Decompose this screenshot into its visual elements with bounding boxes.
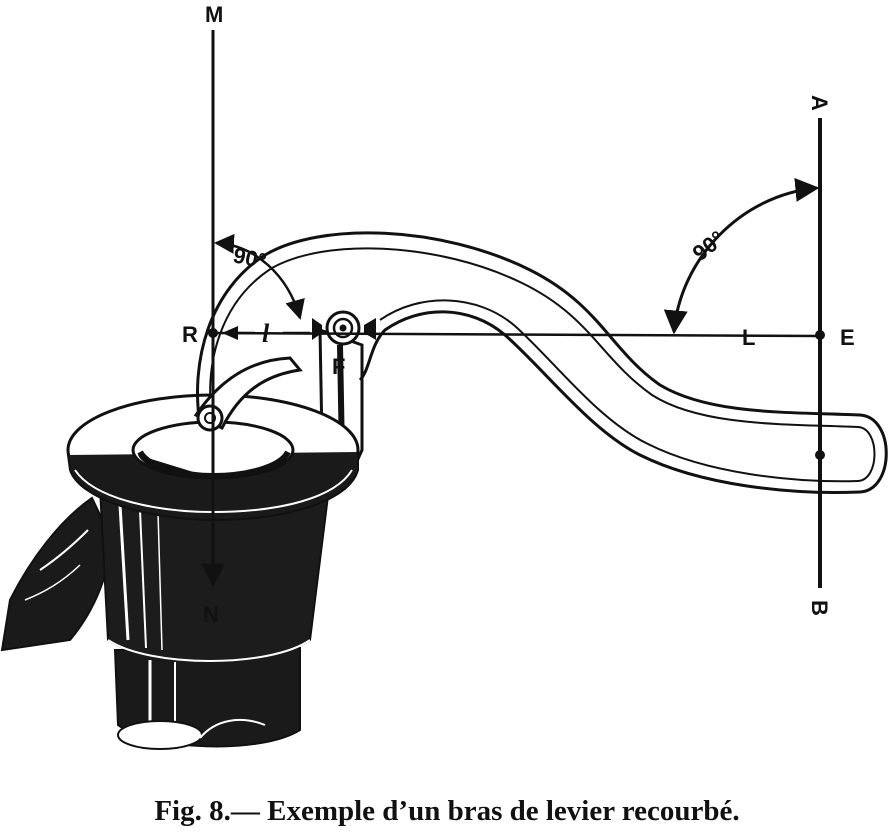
label-a: A xyxy=(807,95,832,111)
angle-arc-right xyxy=(663,178,820,335)
label-f: F xyxy=(332,354,345,379)
socket-body xyxy=(0,327,364,750)
label-r: R xyxy=(182,322,198,347)
socket-left-flap-highlight xyxy=(39,529,89,571)
fulcrum-pivot xyxy=(312,310,376,346)
lever-inner-contour xyxy=(209,247,876,483)
label-e: E xyxy=(840,325,855,350)
label-n: N xyxy=(203,602,219,627)
label-b: B xyxy=(807,600,832,616)
lever-arm-line xyxy=(212,331,821,338)
label-l-small: l xyxy=(262,319,270,348)
label-angle-left: 90° xyxy=(231,242,269,273)
arm-l-arrow-left xyxy=(222,326,238,340)
label-l-big: L xyxy=(742,325,755,350)
figure-caption: Fig. 8.— Exemple d’un bras de levier rec… xyxy=(154,795,739,827)
lever-link xyxy=(193,356,303,431)
socket-left-flap xyxy=(0,496,114,652)
angle-arc-left xyxy=(214,233,305,320)
label-m: M xyxy=(205,2,223,27)
curved-lever xyxy=(193,231,888,495)
point-r-dot xyxy=(208,328,218,338)
point-ab-mid-dot xyxy=(815,450,825,460)
